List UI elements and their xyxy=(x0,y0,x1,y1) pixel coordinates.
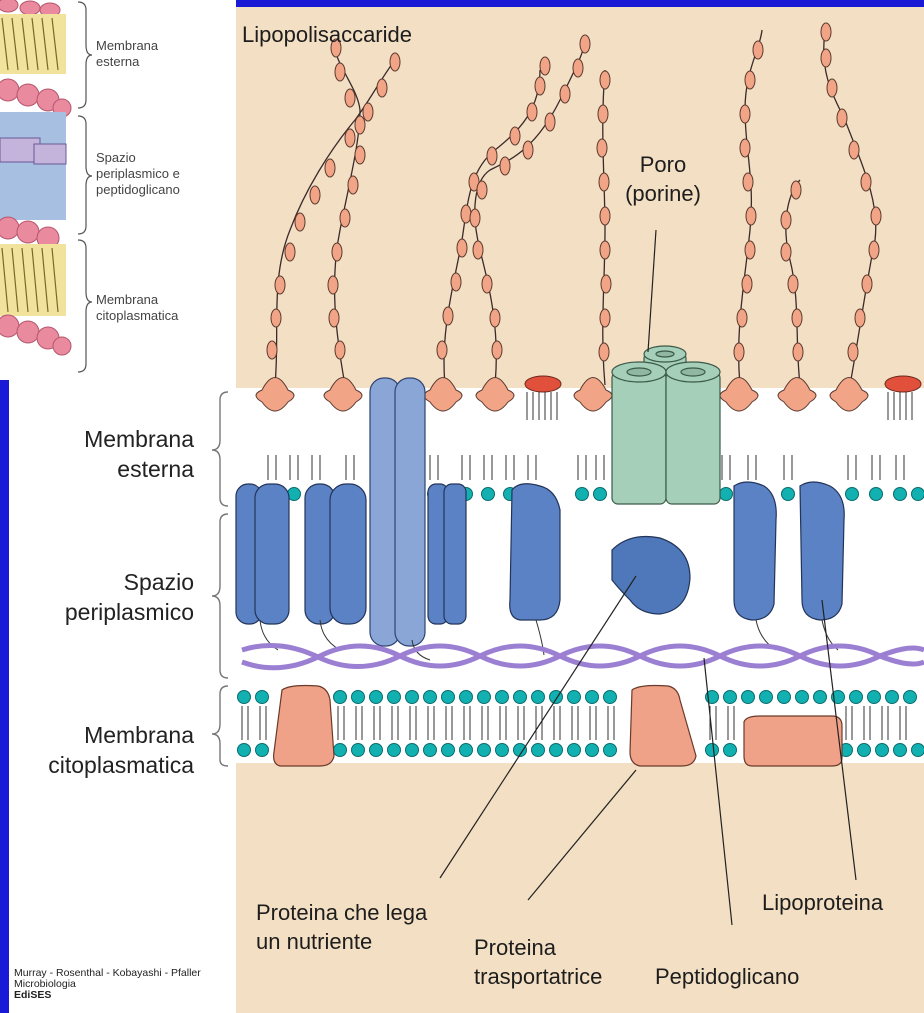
left-braces xyxy=(212,392,228,766)
label-lipoprotein: Lipoproteina xyxy=(762,888,883,917)
periplasmic-proteins xyxy=(236,482,844,624)
lps-chains xyxy=(275,30,876,385)
lps-sugars xyxy=(267,23,881,361)
label-lipopolysaccharide: Lipopolisaccaride xyxy=(242,20,412,49)
outer-membrane-protein-tall xyxy=(370,378,425,646)
porin-cylinders xyxy=(612,346,720,504)
label-pore: Poro(porine) xyxy=(608,150,718,208)
book-credit: Murray - Rosenthal - Kobayashi - Pfaller… xyxy=(14,968,201,1001)
label-peptidoglycan: Peptidoglicano xyxy=(655,962,799,991)
